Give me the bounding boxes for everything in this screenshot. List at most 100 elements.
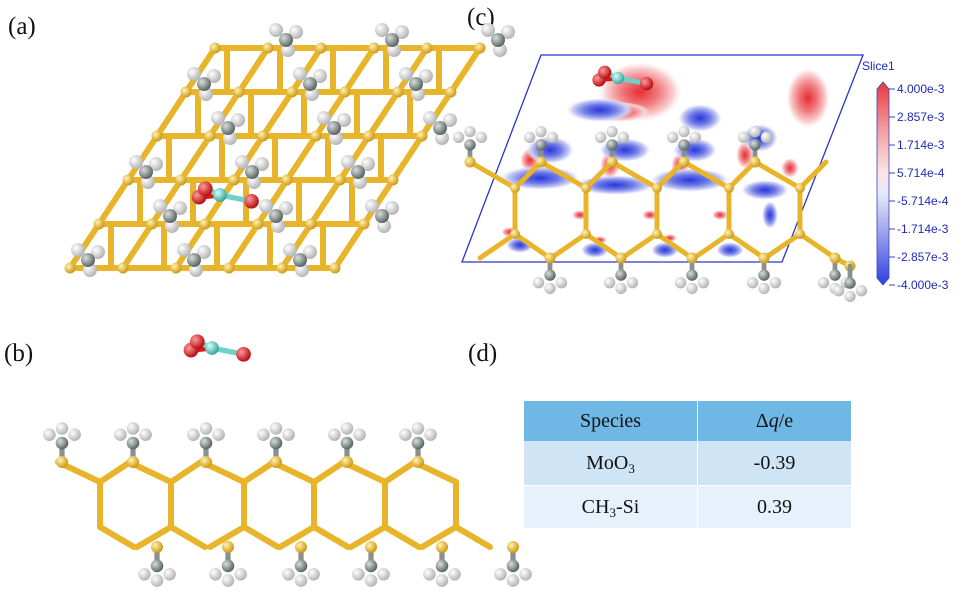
bond	[654, 231, 695, 261]
hydrogen-atom	[173, 201, 187, 215]
bond	[277, 524, 317, 550]
silicon-atom	[329, 262, 341, 274]
silicon-atom	[127, 456, 139, 468]
silicon-atom	[180, 86, 192, 98]
header-species: Species	[524, 401, 698, 441]
hydrogen-atom	[832, 285, 845, 297]
silicon-atom	[436, 541, 448, 553]
silicon-atom	[295, 541, 307, 553]
hydrogen-atom	[464, 125, 476, 138]
silicon-atom	[510, 229, 520, 239]
hydrogen-atom	[395, 25, 409, 39]
bond	[654, 159, 686, 191]
bond	[308, 177, 343, 227]
colorbar-tick-label: -4.000e-3	[897, 278, 949, 292]
carbon-atom	[187, 253, 201, 267]
bond	[512, 231, 553, 261]
bond	[797, 159, 829, 191]
hydrogen-atom	[615, 282, 627, 295]
carbon-atom	[139, 165, 153, 179]
silicon-atom	[276, 262, 288, 274]
carbon-atom	[327, 121, 341, 135]
hydrogen-atom	[129, 155, 143, 169]
hydrogen-atom	[377, 568, 390, 581]
carbon-atom	[433, 121, 447, 135]
hydrogen-atom	[411, 422, 425, 435]
hydrogen-atom	[289, 25, 303, 39]
hydrogen-atom	[221, 574, 235, 587]
bond	[279, 221, 314, 271]
hydrogen-atom	[126, 422, 140, 435]
bond	[154, 89, 189, 139]
hydrogen-atom	[697, 277, 710, 289]
species-main: MoO	[586, 451, 629, 474]
silicon-atom	[199, 218, 211, 230]
colorbar-tick-label: -1.714e-3	[897, 222, 949, 236]
silicon-atom	[233, 86, 245, 98]
carbon-atom	[409, 77, 423, 91]
hydrogen-atom	[666, 131, 679, 143]
carbon-atom	[279, 33, 293, 47]
hydrogen-atom	[163, 568, 176, 581]
silicon-atom	[305, 218, 317, 230]
colorbar-tick-label: 5.714e-4	[897, 166, 945, 180]
table-row: CH3-Si 0.39	[524, 485, 852, 528]
silicon-atom	[412, 456, 424, 468]
bond	[207, 89, 242, 139]
hydrogen-atom	[686, 282, 698, 295]
molybdenum-atom	[611, 71, 625, 85]
silicon-atom	[358, 218, 370, 230]
carbon-atom	[269, 436, 283, 450]
bond	[236, 45, 271, 95]
silicon-atom	[363, 130, 375, 142]
hydrogen-atom	[443, 113, 457, 127]
hydrogen-atom	[689, 131, 702, 143]
bond	[726, 159, 758, 191]
silicon-atom	[223, 262, 235, 274]
hydrogen-atom	[475, 131, 488, 143]
silicon-atom	[829, 252, 841, 264]
hydrogen-atom	[282, 428, 295, 442]
hydrogen-atom	[844, 290, 856, 303]
hydrogen-atom	[674, 277, 687, 289]
panel-label-b: (b)	[4, 340, 33, 367]
hydrogen-atom	[211, 111, 225, 125]
hydrogen-atom	[523, 131, 536, 143]
bond	[619, 231, 660, 261]
colorbar-tick-label: 1.714e-3	[897, 138, 945, 152]
hydrogen-atom	[737, 131, 750, 143]
hydrogen-atom	[293, 67, 307, 81]
hydrogen-atom	[138, 568, 151, 581]
bond	[348, 524, 388, 550]
hydrogen-atom	[294, 574, 308, 587]
carbon-atom	[535, 139, 547, 151]
hydrogen-atom	[231, 113, 245, 127]
hydrogen-atom	[617, 131, 630, 143]
hydrogen-atom	[328, 428, 341, 442]
hydrogen-atom	[746, 277, 759, 289]
hydrogen-atom	[769, 277, 782, 289]
bond	[762, 231, 803, 261]
hydrogen-atom	[606, 125, 618, 138]
bond	[183, 45, 218, 95]
charge-value-cell: -0.39	[697, 441, 852, 486]
silicon-atom	[146, 218, 158, 230]
silicon-atom	[387, 174, 399, 186]
species-subscript: 3	[628, 460, 635, 476]
carbon-atom	[844, 277, 856, 289]
bond	[207, 524, 247, 550]
silicon-atom	[510, 183, 520, 193]
hydrogen-atom	[317, 111, 331, 125]
hydrogen-atom	[364, 574, 378, 587]
carbon-atom	[221, 121, 235, 135]
hydrogen-atom	[546, 131, 559, 143]
header-unit: /e	[778, 409, 794, 432]
hydrogen-atom	[817, 277, 830, 289]
hydrogen-atom	[114, 428, 127, 442]
silicon-atom	[795, 229, 805, 239]
colorbar: Slice1 4.000e-32.857e-31.714e-35.714e-4-…	[862, 59, 949, 292]
hydrogen-atom	[626, 277, 639, 289]
hydrogen-atom	[282, 568, 295, 581]
hydrogen-atom	[149, 157, 163, 171]
hydrogen-atom	[207, 69, 221, 83]
